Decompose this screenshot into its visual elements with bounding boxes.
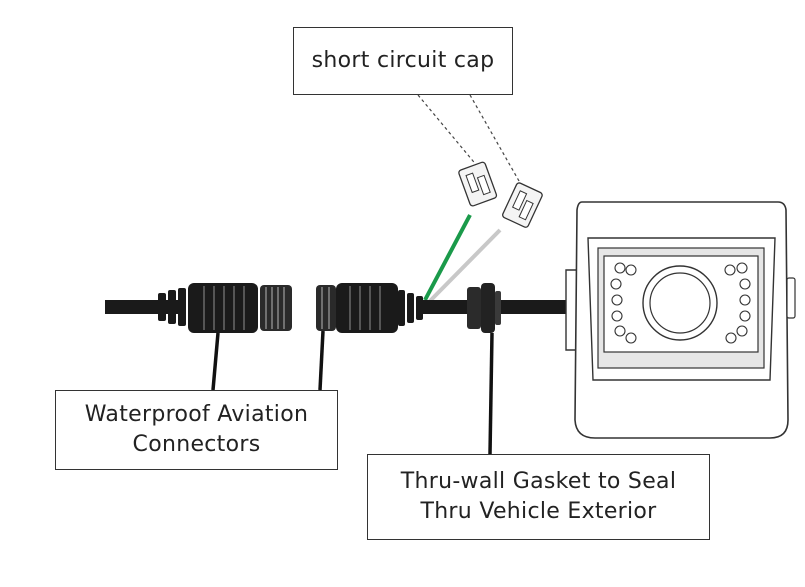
left-thread-lines bbox=[265, 287, 285, 329]
cap-leader-lines bbox=[417, 94, 524, 189]
main-cable bbox=[422, 300, 587, 314]
gasket-text-line1: Thru-wall Gasket to Seal bbox=[400, 469, 677, 494]
right-connector-body bbox=[336, 283, 398, 333]
short-circuit-cap-2 bbox=[502, 182, 543, 228]
left-connector-thread bbox=[260, 285, 292, 331]
left-strain-relief bbox=[158, 288, 186, 326]
camera-leds-right bbox=[724, 262, 751, 344]
camera-leds-left bbox=[610, 262, 637, 344]
right-thread-lines bbox=[321, 287, 330, 329]
right-connector-tip bbox=[316, 285, 336, 331]
right-connector-grip bbox=[349, 286, 381, 330]
short-circuit-cap-1 bbox=[458, 161, 498, 207]
camera bbox=[565, 201, 796, 439]
thru-wall-gasket bbox=[467, 283, 501, 333]
short-circuit-cap-label: short circuit cap bbox=[293, 27, 513, 95]
gasket-text-line2: Thru Vehicle Exterior bbox=[420, 499, 657, 524]
right-strain-relief bbox=[398, 290, 423, 326]
aviation-connectors-text-line2: Connectors bbox=[132, 432, 261, 457]
gasket-label: Thru-wall Gasket to Seal Thru Vehicle Ex… bbox=[367, 454, 710, 540]
left-connector-grip bbox=[203, 286, 245, 330]
short-circuit-cap-text: short circuit cap bbox=[311, 48, 495, 73]
white-wire bbox=[426, 228, 502, 305]
green-wire bbox=[423, 214, 472, 301]
aviation-connectors-text-line1: Waterproof Aviation bbox=[84, 402, 309, 427]
aviation-connectors-label: Waterproof Aviation Connectors bbox=[55, 390, 338, 470]
pointer-lines bbox=[211, 330, 494, 455]
